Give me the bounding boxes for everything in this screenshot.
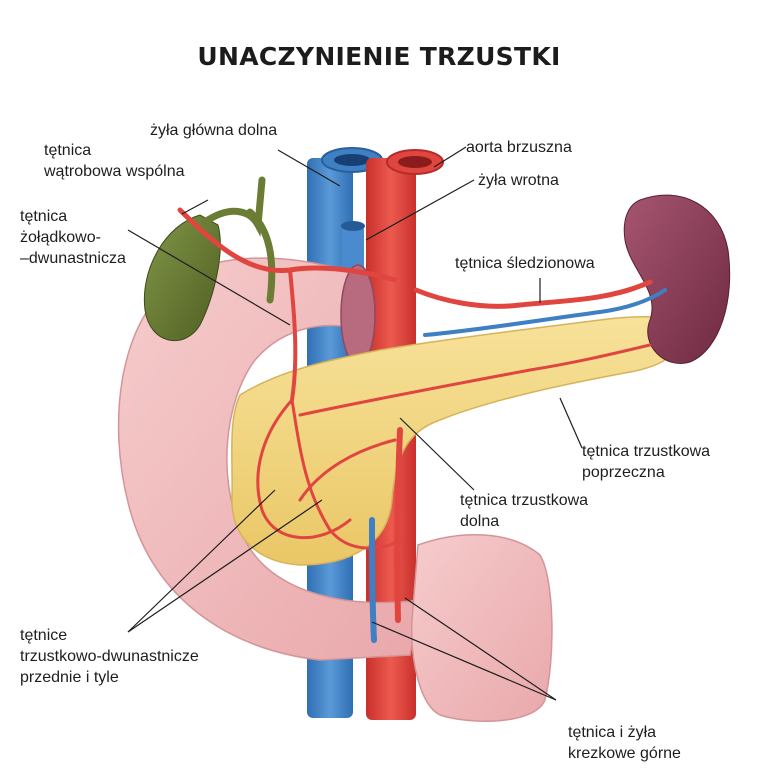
label-portal-vein: żyła wrotna — [478, 172, 559, 189]
spleen — [623, 194, 731, 364]
inferior-pancreatic-artery — [298, 438, 397, 502]
label-inferior-vena-cava: żyła główna dolna — [150, 122, 278, 139]
splenic-vein — [423, 288, 667, 337]
label-splenic-artery: tętnica śledzionowa — [455, 255, 595, 272]
duodenum-distal — [411, 534, 553, 722]
page-title: UNACZYNIENIE TRZUSTKI — [197, 42, 561, 71]
transverse-pancreatic-artery — [298, 343, 652, 417]
pancreaticoduodenal-arcade-posterior — [290, 398, 402, 550]
stomach-stump — [340, 264, 376, 366]
superior-mesenteric-vein — [369, 517, 377, 643]
label-abdominal-aorta: aorta brzuszna — [466, 139, 572, 156]
superior-mesenteric-artery — [394, 427, 403, 623]
leader-lines — [127, 146, 583, 701]
splenic-artery — [413, 279, 653, 309]
pancreas — [231, 315, 684, 566]
pancreaticoduodenal-arcade-anterior — [256, 398, 352, 540]
bile-duct — [201, 176, 276, 304]
gastroduodenal-artery — [288, 268, 298, 402]
